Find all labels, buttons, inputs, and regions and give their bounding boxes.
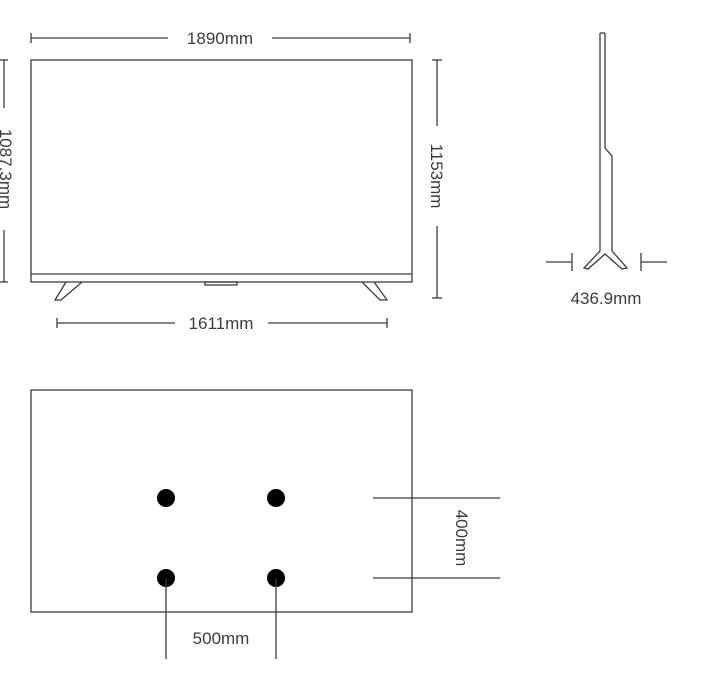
tv-center-sensor [204,281,238,286]
height-with-stand-dimension-line [432,59,442,299]
width-dimension-line [30,33,411,43]
rear-panel-outline [30,389,413,613]
height-label: 1087.3mm [0,129,15,209]
side-view [546,32,667,271]
left-stand-foot [53,281,83,301]
vesa-horizontal-label: 500mm [193,629,250,648]
width-label: 1890mm [187,29,253,48]
height-dimension-line [0,59,8,283]
right-stand-foot [361,281,389,301]
vesa-vertical-dimension-line [373,497,500,579]
depth-label: 436.9mm [571,289,642,308]
depth-dimension-line [546,253,667,271]
front-view [0,33,442,328]
height-with-stand-label: 1153mm [427,144,446,209]
vesa-horizontal-dimension-line [165,578,277,659]
side-panel-profile [599,32,613,251]
tv-screen-outline [30,59,413,283]
vesa-hole-top-left [157,489,175,507]
vesa-hole-top-right [267,489,285,507]
rear-view [30,389,500,659]
side-stand-base [582,250,629,270]
stand-span-dimension-line [56,318,388,328]
stand-span-label: 1611mm [189,314,254,333]
vesa-vertical-label: 400mm [452,510,471,567]
